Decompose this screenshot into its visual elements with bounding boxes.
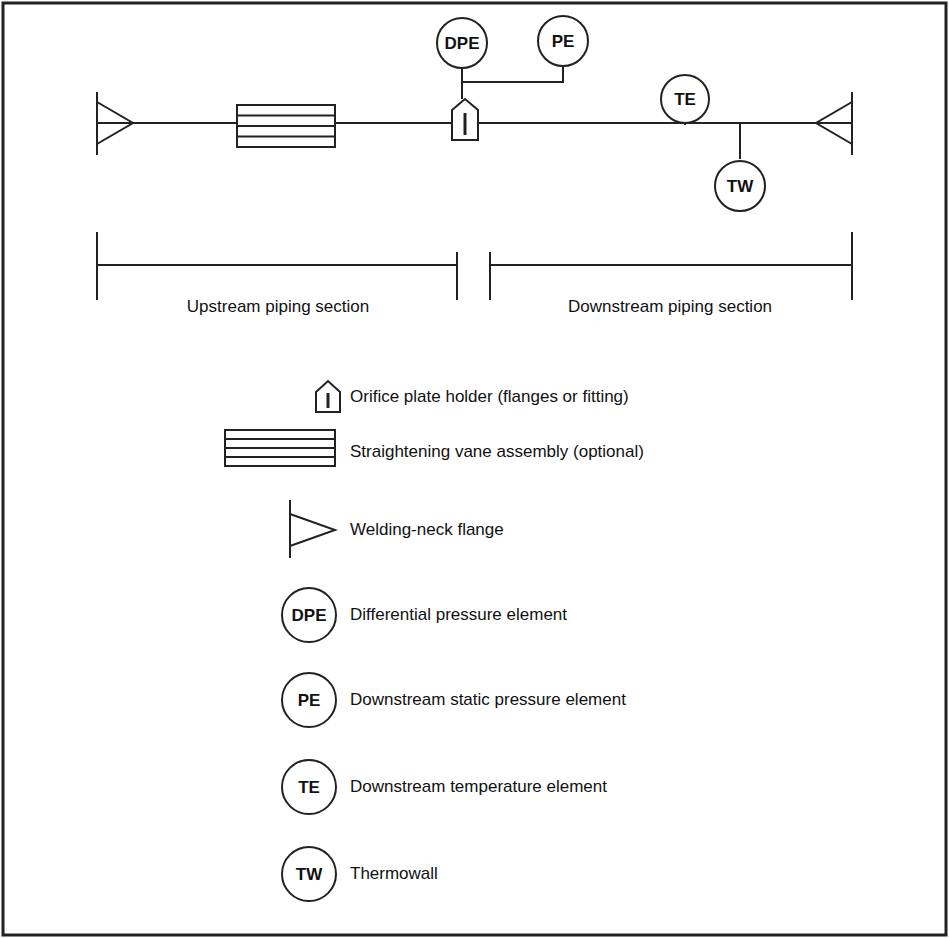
section-label: Downstream piping section [568,298,772,317]
legend-text: Welding-neck flange [350,521,504,540]
signal-line [462,67,563,82]
instrument-circle: PE [537,15,589,67]
instrument-tag: PE [552,33,575,50]
instrument-tag: PE [298,692,321,709]
instrument-circle: TE [281,759,337,815]
instrument-tag: TE [298,779,320,796]
instrument-circle: PE [281,672,337,728]
legend-text: Orifice plate holder (flanges or fitting… [350,388,629,407]
instrument-tag: TW [727,178,753,195]
legend-text: Downstream temperature element [350,778,607,797]
instrument-tag: TE [674,91,696,108]
instrument-circle: DPE [436,17,488,69]
legend-text: Downstream static pressure element [350,691,626,710]
instrument-circle: TW [281,846,337,902]
instrument-tag: TW [296,866,322,883]
instrument-tag: DPE [292,607,327,624]
legend-text: Straightening vane assembly (optional) [350,443,644,462]
legend-text: Differential pressure element [350,606,567,625]
instrument-tag: DPE [445,35,480,52]
instrument-circle: TE [660,74,710,124]
legend-text: Thermowall [350,865,438,884]
instrument-circle: DPE [281,587,337,643]
instrument-circle: TW [714,160,766,212]
section-label: Upstream piping section [187,298,369,317]
